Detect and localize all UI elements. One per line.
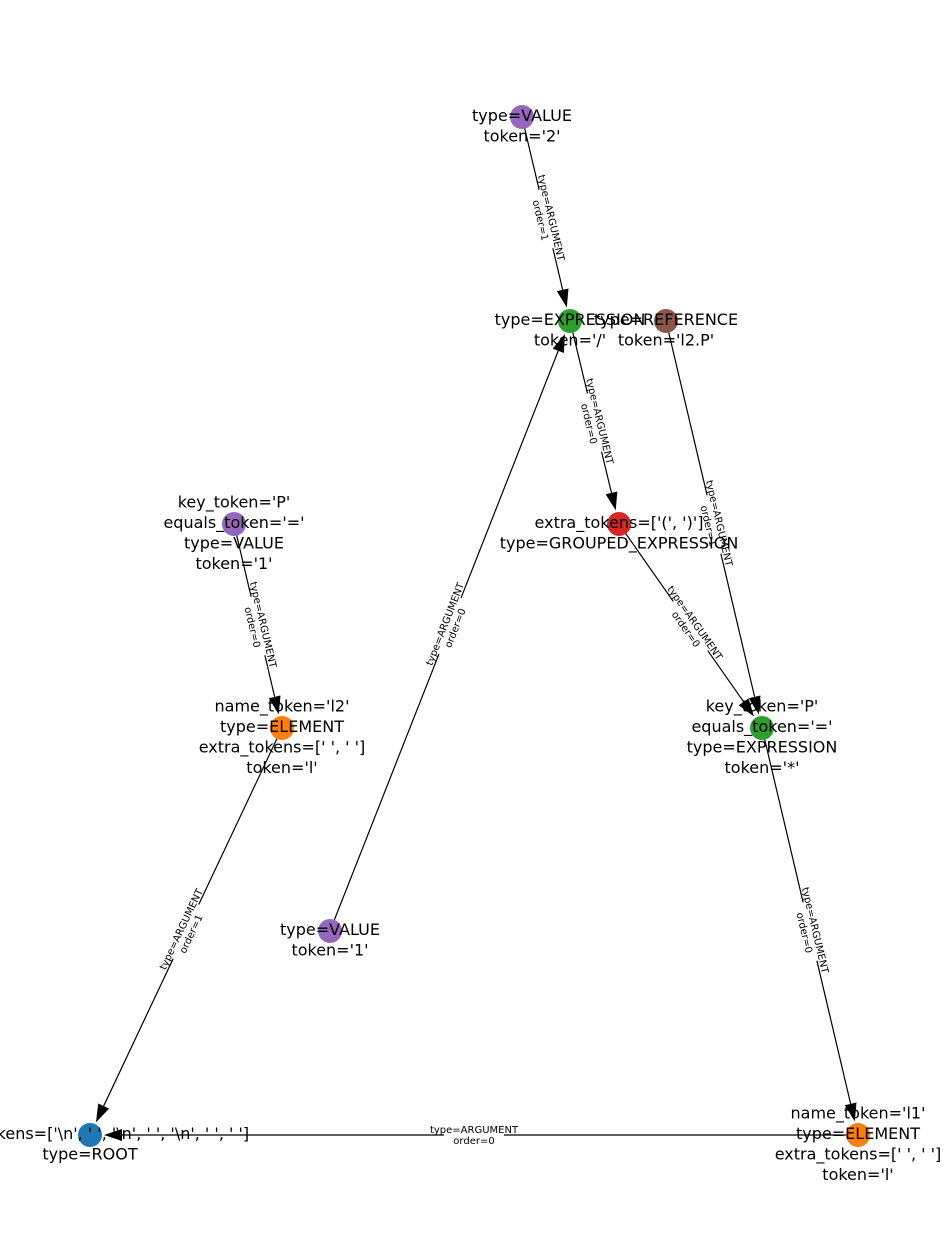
- node-label-line: token='1': [195, 554, 272, 573]
- node-label-line: type=EXPRESSION: [495, 310, 646, 329]
- edge-line: [264, 655, 276, 697]
- node-label-line: extra_tokens=['(', ')']: [535, 513, 704, 533]
- node-label-line: name_token='l1': [791, 1103, 926, 1123]
- node-label-line: name_token='l2': [215, 696, 350, 716]
- edge-line: [569, 320, 589, 394]
- node-label-line: extra_tokens=[' ', ' ']: [199, 737, 366, 757]
- node-expression-mul[interactable]: [750, 716, 774, 740]
- node-label-line: type=REFERENCE: [594, 310, 738, 329]
- node-label-expression-mul: key_token='P'equals_token='='type=EXPRES…: [687, 696, 838, 777]
- edge-line: [103, 958, 174, 1107]
- node-root[interactable]: [78, 1123, 102, 1147]
- node-label-line: type=ELEMENT: [220, 717, 344, 736]
- node-reference-l2p[interactable]: [654, 309, 678, 333]
- node-label-line: type=GROUPED_EXPRESSION: [500, 533, 739, 553]
- node-element-l1[interactable]: [846, 1123, 870, 1147]
- node-label-line: key_token='P': [706, 696, 819, 716]
- edge-line: [600, 451, 613, 494]
- node-label-line: type=VALUE: [472, 106, 572, 125]
- node-label-element-l2: name_token='l2'type=ELEMENTextra_tokens=…: [199, 696, 366, 777]
- edge-line: [665, 320, 708, 496]
- edge-line: [552, 248, 564, 290]
- nodes-layer: [78, 105, 870, 1147]
- node-label-line: token='l2.P': [618, 330, 714, 349]
- node-label-line: token='/': [534, 330, 606, 349]
- edge-line: [720, 553, 756, 697]
- edge-line: [521, 116, 540, 190]
- node-label-line: type=ELEMENT: [796, 1124, 920, 1143]
- node-label-line: extra_tokens=[' ', ' ']: [775, 1144, 942, 1164]
- node-label-line: token='*': [725, 758, 800, 777]
- node-label-line: type=VALUE: [184, 533, 284, 552]
- edge-line: [198, 727, 283, 905]
- arrowhead: [104, 1129, 122, 1141]
- node-label-line: type=EXPRESSION: [687, 737, 838, 756]
- node-value-1[interactable]: [318, 919, 342, 943]
- edge-line: [460, 350, 559, 599]
- node-label-line: equals_token='=': [163, 513, 304, 533]
- arrowhead: [552, 334, 565, 353]
- arrowhead: [95, 1103, 110, 1123]
- edge-line: [707, 650, 745, 703]
- edge-line: [233, 523, 252, 597]
- arrowhead: [748, 695, 761, 715]
- node-label-line: token='2': [483, 126, 560, 145]
- node-label-line: type=VALUE: [280, 920, 380, 939]
- edge-line: [618, 523, 674, 602]
- arrowhead: [556, 288, 569, 308]
- node-label-line: token='l': [822, 1165, 893, 1184]
- node-label-grouped-expression: extra_tokens=['(', ')']type=GROUPED_EXPR…: [500, 513, 739, 554]
- edge-line: [816, 960, 852, 1104]
- node-label-root: extra_tokens=['\n', ' ', '\n', ' ', '\n'…: [0, 1124, 249, 1164]
- node-expression-div[interactable]: [558, 309, 582, 333]
- arrowhead: [844, 1102, 857, 1122]
- edge-line: [761, 727, 804, 903]
- node-value-2[interactable]: [510, 105, 534, 129]
- node-label-line: equals_token='=': [691, 717, 832, 737]
- edge-label-line: type=ARGUMENT: [664, 584, 724, 663]
- node-label-value-p1: key_token='P'equals_token='='type=VALUE t…: [163, 492, 304, 573]
- node-labels-layer: type=VALUEtoken='2'type=EXPRESSIONtoken=…: [0, 106, 941, 1184]
- node-label-element-l1: name_token='l1'type=ELEMENTextra_tokens=…: [775, 1103, 942, 1184]
- node-label-line: token='1': [291, 940, 368, 959]
- node-grouped-expression[interactable]: [607, 512, 631, 536]
- node-label-line: key_token='P': [178, 492, 291, 512]
- arrowhead: [268, 695, 281, 715]
- node-label-line: extra_tokens=['\n', ' ', '\n', ' ', '\n'…: [0, 1124, 249, 1144]
- edges-layer: type=ARGUMENTorder=1type=ARGUMENTorder=0…: [95, 116, 858, 1147]
- edge-label-line: order=0: [453, 1136, 494, 1147]
- arrowhead: [605, 491, 618, 511]
- node-value-p1[interactable]: [222, 512, 246, 536]
- arrowhead: [738, 698, 754, 717]
- node-element-l2[interactable]: [270, 716, 294, 740]
- edge-line: [329, 653, 440, 932]
- node-label-line: token='l': [246, 758, 317, 777]
- node-label-line: type=ROOT: [42, 1144, 137, 1163]
- edge-label-line: type=ARGUMENT: [430, 1125, 519, 1136]
